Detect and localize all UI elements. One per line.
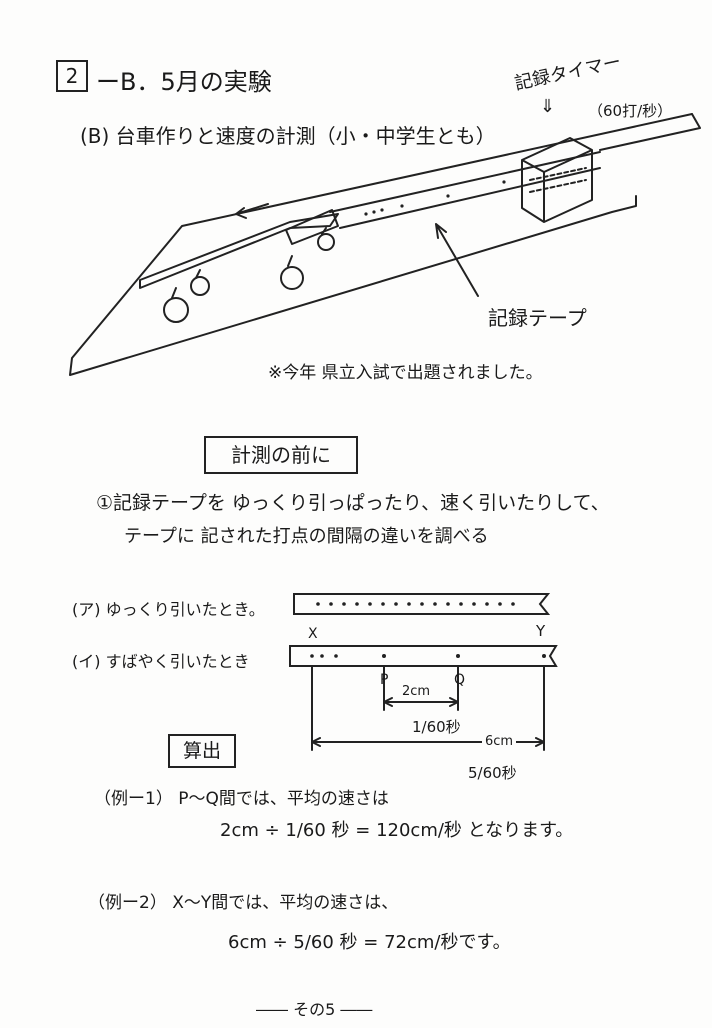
fast-tape — [289, 645, 558, 667]
board-outline — [69, 113, 693, 376]
page-subtitle: (B) 台車作りと速度の計測（小・中学生とも） — [80, 124, 496, 148]
slow-tape — [293, 593, 551, 615]
xy-distance-label: 6cm — [482, 734, 517, 749]
recording-tape — [329, 151, 601, 229]
instruction-line-2: テープに 記された打点の間隔の違いを調べる — [124, 526, 489, 547]
point-y-label: Y — [536, 622, 546, 640]
cart-wheel — [163, 297, 189, 323]
cart-wheel — [280, 266, 304, 290]
timer-arrow-icon: ⇓ — [540, 96, 556, 117]
slow-tape-label: (ア) ゆっくり引いたとき。 — [72, 600, 265, 619]
example-2-label: （例ー2） X〜Y間では、平均の速さは、 — [88, 893, 399, 913]
point-p-label: P — [380, 672, 389, 688]
cart-wheel — [317, 233, 335, 251]
point-x-label: X — [308, 626, 318, 642]
motion-arrow — [235, 203, 269, 219]
calculation-box: 算出 — [168, 734, 236, 768]
fast-tape-dots — [310, 654, 546, 658]
pq-distance-label: 2cm — [402, 684, 431, 699]
tape-pointer-arrow — [435, 223, 479, 297]
slow-tape-dots — [316, 602, 515, 606]
page-title: ーB．5月の実験 — [96, 68, 272, 96]
pq-time-label: 1/60秒 — [412, 718, 461, 736]
section-number: 2 — [65, 64, 79, 88]
tape-label: 記録テープ — [488, 306, 587, 330]
calculation-heading: 算出 — [182, 740, 221, 762]
xy-time-label: 5/60秒 — [468, 764, 517, 782]
xy-dimension-arrow — [311, 737, 545, 747]
example-1-formula: 2cm ÷ 1/60 秒 = 120cm/秒 となります。 — [220, 820, 574, 841]
before-measuring-heading: 計測の前に — [231, 443, 331, 467]
timer-rate: （60打/秒） — [588, 102, 673, 120]
pq-dimension-arrow — [383, 697, 459, 707]
example-2-formula: 6cm ÷ 5/60 秒 = 72cm/秒です。 — [228, 932, 511, 953]
example-1-label: （例ー1） P〜Q間では、平均の速さは — [94, 789, 389, 809]
cart-wheel — [190, 276, 210, 296]
before-measuring-box: 計測の前に — [204, 436, 358, 474]
timer-box — [521, 137, 593, 223]
page-footer: ―― その5 ―― — [256, 1000, 373, 1019]
exam-note: ※今年 県立入試で出題されました。 — [268, 363, 543, 383]
instruction-line-1: ①記録テープを ゆっくり引っぱったり、速く引いたりして、 — [96, 492, 610, 514]
section-number-box: 2 — [56, 60, 88, 92]
point-q-label: Q — [454, 672, 466, 688]
fast-tape-label: (イ) すばやく引いたとき — [72, 652, 250, 671]
